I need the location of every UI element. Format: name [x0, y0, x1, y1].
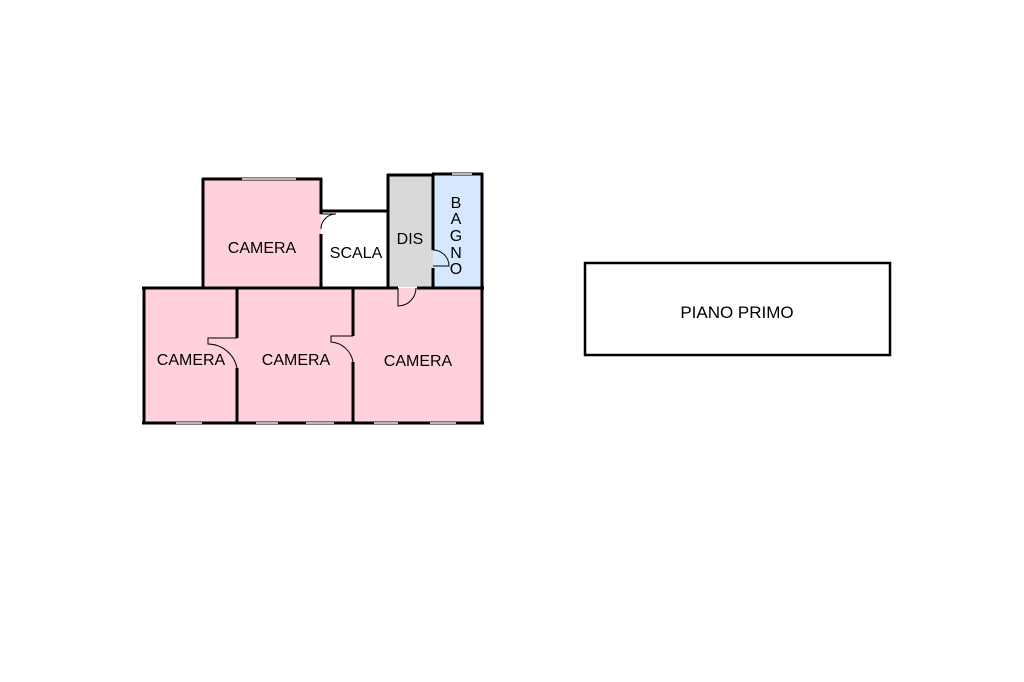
room-label-dis: DIS: [397, 231, 424, 248]
floor-title: PIANO PRIMO: [680, 303, 793, 322]
room-camera-right: [353, 288, 482, 423]
door-swing-icon: [397, 287, 417, 307]
room-label-scala: SCALA: [330, 245, 383, 262]
room-label-bagno: B A G N O: [450, 195, 462, 278]
door-swing-icon: [432, 249, 450, 267]
svg-text:B: B: [451, 195, 462, 212]
svg-text:O: O: [450, 261, 462, 278]
windows: [176, 173, 472, 424]
door-swing-icon: [320, 213, 337, 230]
room-bagno: [433, 174, 482, 287]
room-camera-top: [203, 179, 321, 287]
svg-text:G: G: [450, 228, 462, 245]
room-label-camera-mid: CAMERA: [262, 352, 331, 369]
room-dis: [388, 175, 433, 287]
room-label-camera-right: CAMERA: [384, 353, 453, 370]
room-scala: [321, 211, 388, 287]
svg-text:N: N: [450, 245, 462, 262]
floor-title-box: [583, 261, 892, 357]
room-label-camera-left: CAMERA: [157, 352, 226, 369]
doors: [207, 213, 450, 369]
svg-text:A: A: [451, 211, 462, 228]
room-camera-left: [144, 288, 237, 423]
door-swing-icon: [207, 337, 238, 369]
room-label-camera-top: CAMERA: [228, 240, 297, 257]
room-camera-mid: [237, 288, 353, 423]
door-swing-icon: [330, 335, 354, 363]
